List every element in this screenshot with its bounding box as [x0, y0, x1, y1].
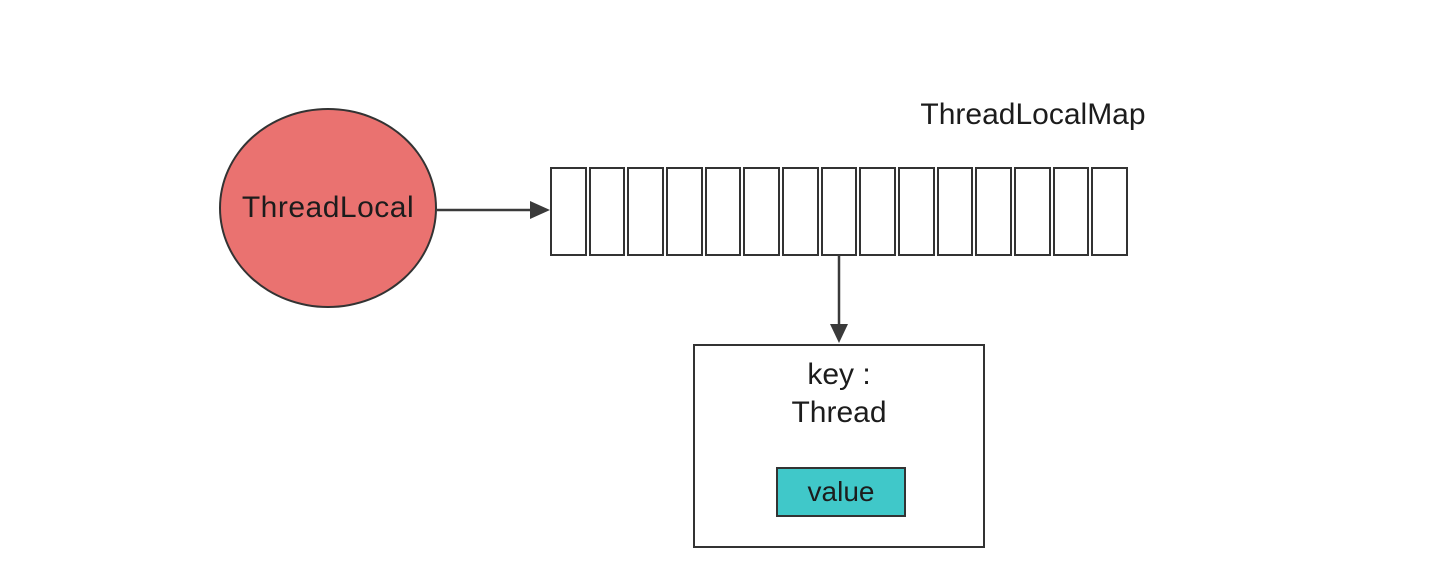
- threadlocal-node-label: ThreadLocal: [241, 191, 415, 224]
- array-cell: [859, 167, 897, 256]
- map-entry-box: key : Thread value: [693, 344, 985, 548]
- array-cell: [1052, 167, 1090, 256]
- entry-value-box: value: [776, 467, 906, 517]
- array-cell: [820, 167, 858, 256]
- array-cell: [1014, 167, 1051, 256]
- array-cell: [898, 167, 935, 256]
- array-cell: [936, 167, 974, 256]
- arrow-down-icon: [830, 255, 848, 343]
- array-cell: [743, 167, 781, 256]
- entry-key-type: Thread: [791, 396, 887, 429]
- array-cell: [550, 167, 587, 256]
- threadlocalmap-array: [550, 167, 1129, 256]
- array-cell: [627, 167, 665, 256]
- array-cell: [588, 167, 626, 256]
- arrow-right-icon: [437, 201, 550, 219]
- entry-value-label: value: [807, 476, 875, 507]
- threadlocal-node: ThreadLocal: [219, 108, 437, 308]
- threadlocalmap-label: ThreadLocalMap: [920, 98, 1146, 131]
- entry-key-label: key :: [807, 358, 871, 391]
- array-cell: [782, 167, 819, 256]
- array-cell: [1091, 167, 1129, 256]
- array-cell: [704, 167, 742, 256]
- array-cell: [666, 167, 703, 256]
- array-cell: [975, 167, 1013, 256]
